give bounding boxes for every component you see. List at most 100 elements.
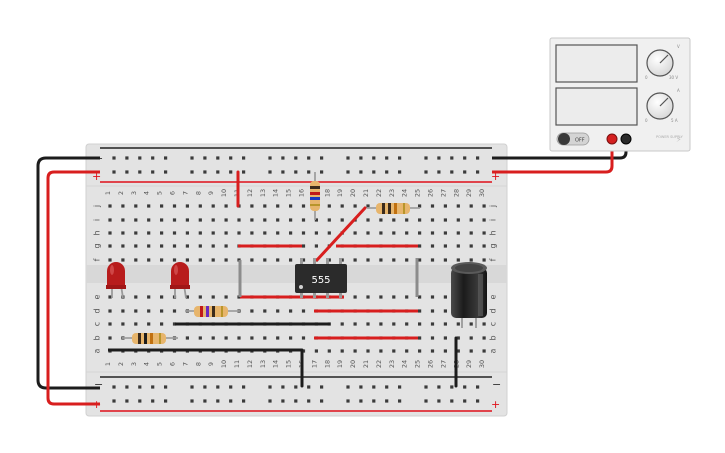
hole[interactable] (160, 244, 164, 248)
hole[interactable] (134, 309, 138, 313)
rail-hole[interactable] (138, 156, 142, 160)
rail-hole[interactable] (164, 156, 168, 160)
rail-hole[interactable] (294, 385, 298, 389)
hole[interactable] (430, 204, 435, 208)
hole[interactable] (327, 231, 331, 235)
hole[interactable] (224, 204, 228, 208)
rail-hole[interactable] (372, 385, 376, 389)
hole[interactable] (224, 336, 228, 340)
rail-hole[interactable] (437, 170, 441, 174)
hole[interactable] (211, 336, 215, 340)
hole[interactable] (224, 258, 228, 262)
hole[interactable] (443, 204, 447, 208)
hole[interactable] (418, 322, 422, 326)
hole[interactable] (172, 231, 177, 235)
hole[interactable] (172, 218, 177, 222)
rail-hole[interactable] (294, 399, 298, 403)
hole[interactable] (185, 204, 189, 208)
rail-hole[interactable] (164, 399, 168, 403)
hole[interactable] (379, 218, 383, 222)
hole[interactable] (418, 349, 422, 353)
hole[interactable] (276, 336, 280, 340)
hole[interactable] (147, 244, 151, 248)
rail-hole[interactable] (151, 156, 155, 160)
hole[interactable] (469, 218, 473, 222)
rail-hole[interactable] (125, 156, 129, 160)
hole[interactable] (314, 231, 318, 235)
hole[interactable] (172, 309, 177, 313)
hole[interactable] (353, 231, 357, 235)
hole[interactable] (147, 295, 151, 299)
hole[interactable] (430, 258, 435, 262)
rail-hole[interactable] (112, 170, 116, 174)
hole[interactable] (224, 244, 228, 248)
hole[interactable] (198, 218, 202, 222)
rail-hole[interactable] (437, 156, 441, 160)
hole[interactable] (160, 218, 164, 222)
hole[interactable] (121, 258, 125, 262)
rail-hole[interactable] (320, 170, 324, 174)
hole[interactable] (237, 231, 241, 235)
hole[interactable] (211, 295, 215, 299)
hole[interactable] (108, 336, 112, 340)
hole[interactable] (340, 322, 344, 326)
rail-hole[interactable] (125, 170, 129, 174)
rail-hole[interactable] (359, 156, 363, 160)
hole[interactable] (276, 231, 280, 235)
hole[interactable] (108, 322, 112, 326)
rail-hole[interactable] (229, 170, 233, 174)
rail-hole[interactable] (320, 385, 324, 389)
positive-terminal[interactable] (606, 133, 618, 145)
rail-hole[interactable] (450, 156, 454, 160)
hole[interactable] (108, 231, 112, 235)
hole[interactable] (147, 258, 151, 262)
hole[interactable] (250, 258, 254, 262)
hole[interactable] (172, 258, 177, 262)
rail-hole[interactable] (281, 156, 285, 160)
hole[interactable] (185, 258, 189, 262)
hole[interactable] (366, 258, 370, 262)
rail-hole[interactable] (372, 156, 376, 160)
rail-hole[interactable] (450, 399, 454, 403)
hole[interactable] (237, 336, 241, 340)
rail-hole[interactable] (229, 399, 233, 403)
hole[interactable] (198, 204, 202, 208)
hole[interactable] (430, 336, 435, 340)
hole[interactable] (366, 204, 370, 208)
hole[interactable] (405, 322, 409, 326)
breadboard-holes[interactable] (108, 156, 486, 403)
hole[interactable] (379, 349, 383, 353)
rail-hole[interactable] (359, 399, 363, 403)
rail-hole[interactable] (216, 170, 220, 174)
hole[interactable] (456, 218, 460, 222)
hole[interactable] (160, 258, 164, 262)
rail-hole[interactable] (307, 156, 311, 160)
hole[interactable] (121, 231, 125, 235)
rail-hole[interactable] (112, 399, 116, 403)
hole[interactable] (263, 218, 267, 222)
rail-hole[interactable] (307, 399, 311, 403)
hole[interactable] (276, 204, 280, 208)
led-right[interactable] (170, 262, 190, 299)
rail-hole[interactable] (372, 399, 376, 403)
hole[interactable] (160, 204, 164, 208)
hole[interactable] (353, 349, 357, 353)
wire-black-to-supply[interactable] (492, 141, 628, 160)
hole[interactable] (430, 349, 435, 353)
hole[interactable] (121, 218, 125, 222)
hole[interactable] (198, 231, 202, 235)
rail-hole[interactable] (190, 170, 194, 174)
hole[interactable] (418, 258, 422, 262)
hole[interactable] (443, 231, 447, 235)
hole[interactable] (469, 231, 473, 235)
rail-hole[interactable] (385, 385, 389, 389)
hole[interactable] (224, 218, 228, 222)
rail-hole[interactable] (281, 385, 285, 389)
rail-hole[interactable] (164, 385, 168, 389)
hole[interactable] (418, 244, 422, 248)
hole[interactable] (276, 218, 280, 222)
rail-hole[interactable] (385, 156, 389, 160)
hole[interactable] (482, 336, 486, 340)
ic-555[interactable]: 555 (295, 258, 347, 298)
hole[interactable] (289, 258, 293, 262)
